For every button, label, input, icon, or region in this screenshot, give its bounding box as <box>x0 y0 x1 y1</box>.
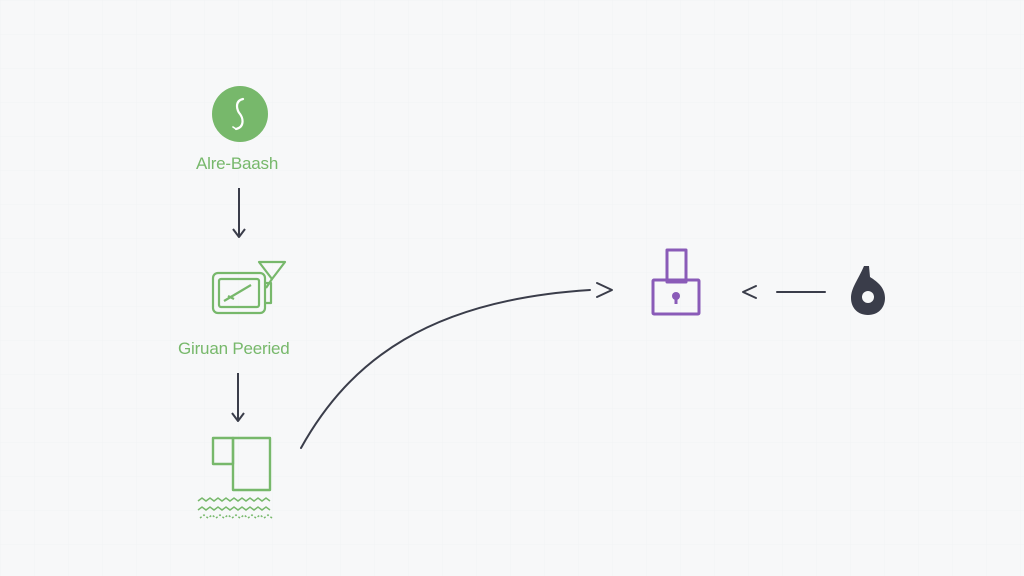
arrow-left <box>742 285 826 299</box>
arrow-down-1 <box>232 188 246 238</box>
curved-connector <box>300 282 613 449</box>
decorative-wave-strip <box>197 497 273 519</box>
node-label-giruan-peeried: Giruan Peeried <box>178 339 290 358</box>
arrow-down-2 <box>231 373 245 422</box>
map-pin-icon[interactable] <box>851 266 885 315</box>
node-label-alre-baash: Alre-Baash <box>196 154 279 173</box>
document-panel-icon[interactable] <box>211 436 272 492</box>
package-send-icon[interactable] <box>211 260 287 315</box>
lock-keyhole-icon <box>672 292 680 304</box>
green-circle-s-icon[interactable] <box>212 86 268 142</box>
lock-icon[interactable] <box>651 248 701 316</box>
